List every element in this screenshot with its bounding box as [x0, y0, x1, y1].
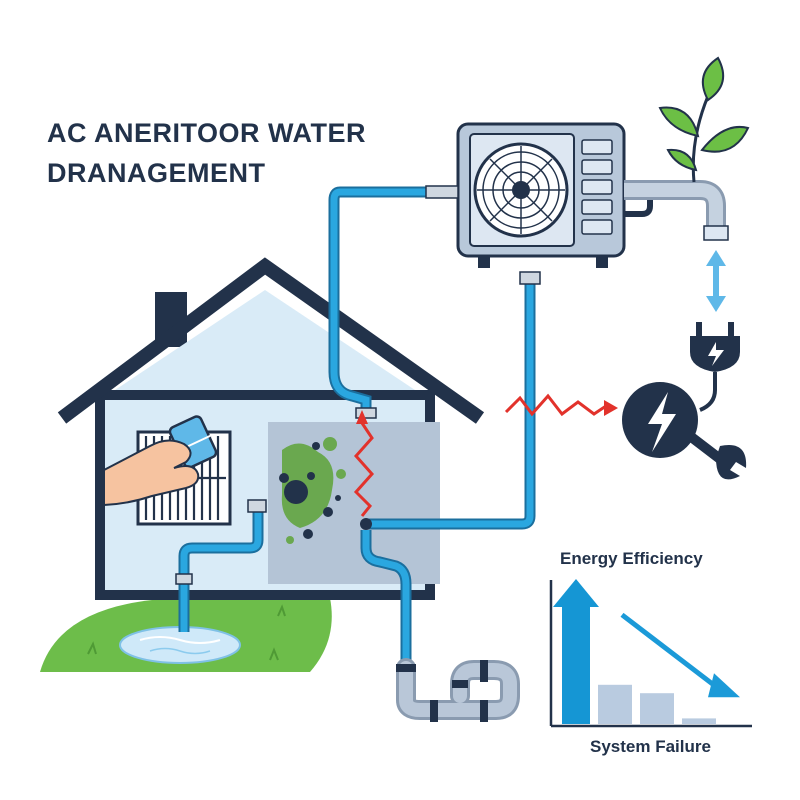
water-puddle-icon [119, 626, 241, 664]
fan-icon [473, 142, 569, 238]
lightning-bolt-icon [622, 382, 698, 458]
house [57, 257, 485, 600]
chart-label-system-failure: System Failure [590, 737, 711, 756]
outlet-pipe-right [624, 180, 729, 241]
bar-chart [549, 579, 752, 728]
chart-bar-3 [640, 693, 674, 724]
chart-bar-2 [598, 684, 632, 724]
title-line-2: DRANAGEMENT [47, 158, 266, 188]
condensate-pipe [360, 530, 412, 672]
air-conditioner-unit-icon [425, 122, 653, 268]
drain-pipe-left [175, 499, 267, 632]
title-line-1: AC ANERITOOR WATER [47, 118, 366, 148]
chart-bar-1-arrowhead [553, 579, 599, 607]
hand-icon [103, 439, 200, 507]
chart-bar-1 [562, 605, 590, 724]
wrench-icon [685, 431, 747, 480]
mold-icon [279, 437, 346, 544]
chart-label-energy-efficiency: Energy Efficiency [560, 549, 703, 568]
double-arrow-icon [706, 250, 726, 312]
chart-bar-4 [682, 718, 716, 724]
supply-pipe [328, 186, 430, 419]
plant-leaf-icon [658, 56, 750, 183]
chart-trend-arrowhead [708, 673, 740, 698]
drain-trap [396, 658, 520, 722]
return-pipe [360, 271, 541, 530]
power-plug-icon [690, 322, 740, 412]
electrical-fault-zigzag [353, 393, 618, 517]
chart-trend-line [620, 612, 720, 691]
